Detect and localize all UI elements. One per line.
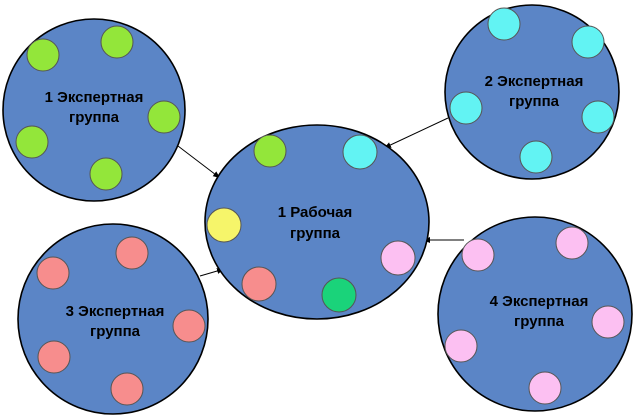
- member-circle: [206, 207, 242, 243]
- connectors: [177, 117, 464, 277]
- member-circle: [321, 277, 357, 313]
- member-circle: [115, 236, 149, 270]
- member-circle: [444, 329, 478, 363]
- member-circle: [380, 240, 416, 276]
- expert-group-4-label-line2: группа: [514, 313, 565, 330]
- member-circle: [110, 372, 144, 406]
- member-circle: [36, 256, 70, 290]
- member-circle: [253, 134, 287, 168]
- member-circle: [528, 371, 562, 405]
- member-circle: [15, 125, 49, 159]
- member-circle: [89, 157, 123, 191]
- member-circle: [555, 226, 589, 260]
- working-group-1-label-line1: 1 Рабочая: [278, 204, 353, 221]
- expert-group-2: 2 Экспертная группа: [444, 4, 620, 180]
- member-circle: [342, 134, 378, 170]
- expert-group-3-label-line2: группа: [90, 323, 141, 340]
- member-circle: [591, 305, 625, 339]
- member-circle: [461, 238, 495, 272]
- member-circle: [26, 38, 60, 72]
- working-group-1: 1 Рабочая группа: [204, 124, 430, 320]
- expert-group-2-label-line1: 2 Экспертная: [485, 73, 584, 90]
- expert-group-4: 4 Экспертная группа: [437, 216, 633, 412]
- member-circle: [172, 309, 206, 343]
- member-circle: [581, 100, 615, 134]
- member-circle: [37, 340, 71, 374]
- expert-group-3-label-line1: 3 Экспертная: [66, 303, 165, 320]
- member-circle: [100, 25, 134, 59]
- working-group-1-label-line2: группа: [290, 225, 341, 242]
- expert-group-4-label-line1: 4 Экспертная: [490, 293, 589, 310]
- arrow-expert-2-to-working: [383, 117, 449, 149]
- expert-group-2-label-line2: группа: [509, 93, 560, 110]
- expert-group-3: 3 Экспертная группа: [17, 223, 209, 415]
- member-circle: [449, 91, 483, 125]
- member-circle: [147, 100, 181, 134]
- expert-group-1-label-line2: группа: [69, 109, 120, 126]
- member-circle: [571, 25, 605, 59]
- arrow-expert-1-to-working: [177, 145, 221, 179]
- expert-group-1-label-line1: 1 Экспертная: [45, 89, 144, 106]
- member-circle: [487, 7, 521, 41]
- member-circle: [241, 266, 277, 302]
- expert-group-1: 1 Экспертная группа: [2, 18, 186, 202]
- member-circle: [519, 140, 553, 174]
